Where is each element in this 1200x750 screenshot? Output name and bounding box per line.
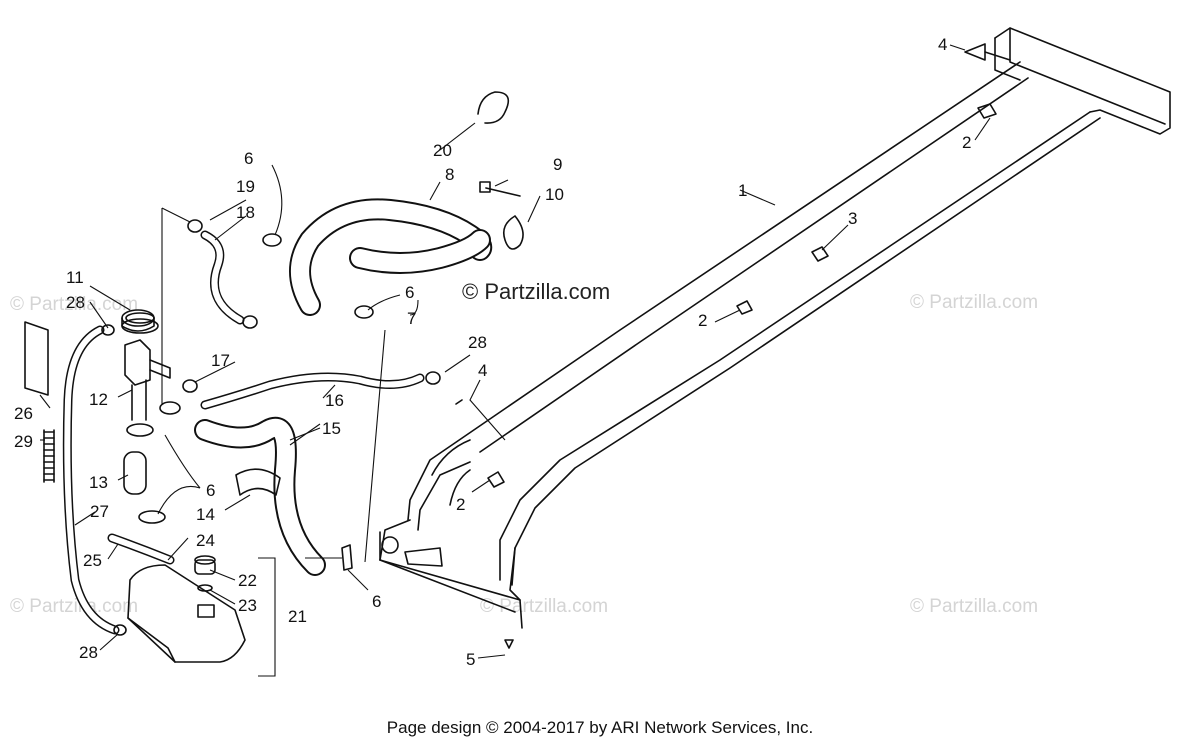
callout-15: 15 <box>322 419 341 438</box>
callout-12: 12 <box>89 390 108 409</box>
bypass-hose <box>200 372 425 410</box>
bolt <box>479 181 521 197</box>
leader-lines <box>39 44 991 659</box>
callout-6: 6 <box>372 592 381 611</box>
copyright-footer: Page design © 2004-2017 by ARI Network S… <box>386 718 814 737</box>
callout-18: 18 <box>236 203 255 222</box>
callout-21: 21 <box>288 607 307 626</box>
callout-28: 28 <box>79 643 98 662</box>
callout-27: 27 <box>90 502 109 521</box>
callout-10: 10 <box>545 185 564 204</box>
lower-hose <box>194 416 326 576</box>
hose-sleeve <box>235 468 281 496</box>
callout-26: 26 <box>14 404 33 423</box>
watermarks: © Partzilla.com © Partzilla.com © Partzi… <box>10 292 1038 617</box>
callout-17: 17 <box>211 351 230 370</box>
short-hose <box>123 451 147 495</box>
callout-16: 16 <box>325 391 344 410</box>
coolant-reservoir <box>127 564 246 663</box>
callout-8: 8 <box>445 165 454 184</box>
callout-2: 2 <box>962 133 971 152</box>
clamp-ring <box>477 91 510 124</box>
callout-6: 6 <box>244 149 253 168</box>
callout-labels: 1 2 2 2 3 4 4 5 6 6 6 6 7 8 9 10 11 12 1… <box>14 35 971 669</box>
callout-23: 23 <box>238 596 257 615</box>
callout-1: 1 <box>738 181 747 200</box>
decal <box>24 321 49 396</box>
partzilla-brand-watermark: © Partzilla.com <box>462 279 610 304</box>
watermark: © Partzilla.com <box>480 596 608 617</box>
hose-clamps <box>101 219 441 636</box>
callout-28: 28 <box>468 333 487 352</box>
callout-2: 2 <box>456 495 465 514</box>
callout-13: 13 <box>89 473 108 492</box>
callout-28: 28 <box>66 293 85 312</box>
callout-2: 2 <box>698 311 707 330</box>
callout-3: 3 <box>848 209 857 228</box>
callout-22: 22 <box>238 571 257 590</box>
callout-20: 20 <box>433 141 452 160</box>
watermark: © Partzilla.com <box>10 294 138 315</box>
upper-hose <box>289 198 493 316</box>
callout-29: 29 <box>14 432 33 451</box>
callout-9: 9 <box>553 155 562 174</box>
callout-4: 4 <box>478 361 487 380</box>
watermark: © Partzilla.com <box>10 596 138 617</box>
callout-14: 14 <box>196 505 215 524</box>
mount-clamp <box>502 215 524 250</box>
radiator-cap <box>121 312 159 334</box>
callout-5: 5 <box>466 650 475 669</box>
heat-exchanger-rail <box>379 27 1171 629</box>
callout-24: 24 <box>196 531 215 550</box>
spring <box>43 429 55 483</box>
callout-25: 25 <box>83 551 102 570</box>
overflow-hose <box>62 325 120 635</box>
thermostat-housing <box>121 309 171 421</box>
watermark: © Partzilla.com <box>910 292 1038 313</box>
reservoir-cap <box>194 555 216 592</box>
callout-6: 6 <box>405 283 414 302</box>
callout-11: 11 <box>66 268 84 287</box>
vent-hose <box>200 230 245 325</box>
callout-4: 4 <box>938 35 947 54</box>
callout-6: 6 <box>206 481 215 500</box>
rail-clips <box>455 103 997 649</box>
callout-7: 7 <box>407 309 416 328</box>
callout-19: 19 <box>236 177 255 196</box>
watermark: © Partzilla.com <box>910 596 1038 617</box>
